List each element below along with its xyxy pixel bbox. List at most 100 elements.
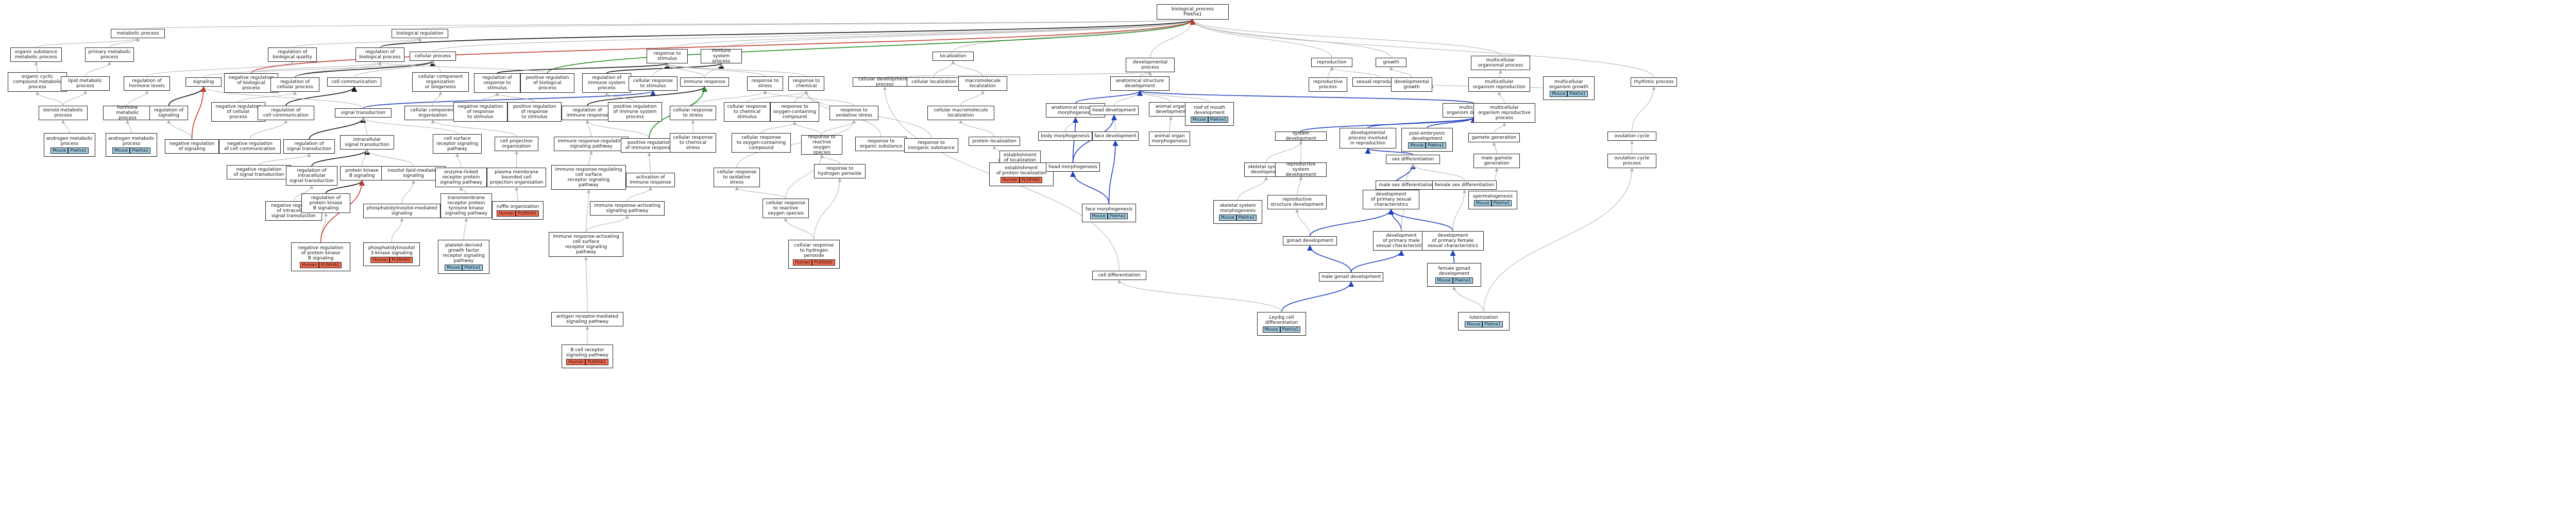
go-term-node[interactable]: developmental growth (1391, 77, 1432, 92)
go-term-node[interactable]: localization (933, 52, 974, 61)
go-term-node[interactable]: cellular response to stimulus (629, 76, 677, 91)
go-term-node[interactable]: response to oxidative stress (829, 106, 878, 120)
go-term-node[interactable]: protein localization (969, 137, 1020, 146)
go-term-node[interactable]: face development (1092, 132, 1139, 141)
go-term-node[interactable]: transmembrane receptor protein tyrosine … (440, 193, 492, 218)
go-term-node[interactable]: immune response-activating cell surface … (549, 232, 623, 257)
go-term-node[interactable]: male sex differentiation (1376, 180, 1437, 190)
go-term-node[interactable]: inositol lipid-mediated signaling (381, 166, 446, 180)
go-term-node[interactable]: body morphogenesis (1038, 132, 1092, 141)
go-term-node[interactable]: immune system process (701, 48, 742, 64)
go-term-node[interactable]: regulation of immune system process (582, 73, 631, 93)
go-term-node[interactable]: reproductive structure development (1267, 195, 1327, 209)
go-term-node[interactable]: signaling (185, 77, 222, 87)
go-term-node[interactable]: ovulation cycle process (1607, 154, 1656, 168)
go-term-node[interactable]: head development (1090, 106, 1139, 115)
go-term-node[interactable]: reproduction (1311, 58, 1352, 67)
go-term-node[interactable]: plasma membrane bounded cell projection … (487, 168, 546, 187)
go-term-node[interactable]: response to stimulus (647, 49, 688, 63)
go-term-node[interactable]: multicellular organism reproductive proc… (1473, 103, 1535, 123)
go-term-node[interactable]: head morphogenesis (1046, 162, 1100, 172)
go-term-node[interactable]: regulation of biological quality (268, 47, 317, 62)
go-term-node[interactable]: positive regulation of immune response (621, 138, 677, 153)
go-term-node[interactable]: response to reactive oxygen species (801, 135, 842, 155)
go-term-node[interactable]: immune response-regulating signaling pat… (554, 137, 629, 151)
go-term-node[interactable]: developmental process involved in reprod… (1340, 128, 1396, 149)
go-term-node[interactable]: antigen receptor-mediated signaling path… (551, 312, 623, 326)
go-term-node[interactable]: cell surface receptor signaling pathway (433, 134, 482, 154)
go-term-node[interactable]: biological regulation (392, 29, 448, 38)
go-term-node[interactable]: cellular response to chemical stress (670, 133, 716, 153)
go-term-node[interactable]: steroid metabolic process (39, 106, 88, 120)
go-term-node[interactable]: cellular developmental process (853, 77, 917, 87)
go-term-node[interactable]: cell projection organization (495, 137, 538, 151)
go-term-node[interactable]: cellular response to oxygen-containing c… (732, 133, 791, 153)
go-term-node[interactable]: cell communication (327, 77, 381, 87)
go-term-node[interactable]: hormone metabolic process (103, 105, 152, 121)
go-term-node[interactable]: negative regulation of cellular process (211, 102, 265, 122)
go-term-node[interactable]: ovulation cycle (1607, 132, 1656, 141)
go-term-node[interactable]: organic substance metabolic process (10, 47, 62, 62)
go-term-node[interactable]: response to hydrogen peroxide (814, 164, 866, 178)
go-term-node[interactable]: multicellular organism reproduction (1468, 77, 1530, 92)
go-term-node[interactable]: negative regulation of signaling (165, 139, 219, 154)
go-term-node[interactable]: cellular response to stress (670, 106, 716, 120)
go-term-node[interactable]: cellular macromolecule localization (927, 106, 994, 120)
go-term-node[interactable]: primary metabolic process (85, 47, 134, 62)
go-term-node[interactable]: macromolecule localization (958, 76, 1007, 91)
go-term-node[interactable]: gamete generation (1468, 133, 1520, 142)
go-term-node[interactable]: organic cyclic compound metabolic proces… (8, 72, 67, 92)
go-term-node[interactable]: male gamete generation (1473, 154, 1520, 168)
go-term-node[interactable]: cellular process (410, 52, 456, 61)
go-term-node[interactable]: biological_process Plekha1 (1157, 4, 1229, 20)
go-term-node[interactable]: response to stress (747, 76, 783, 91)
go-term-node[interactable]: regulation of protein kinase B signaling (301, 193, 350, 213)
go-term-node[interactable]: gonad development (1283, 236, 1337, 245)
go-term-node[interactable]: negative regulation of signal transducti… (227, 165, 291, 179)
go-term-node[interactable]: male gonad development (1319, 272, 1383, 282)
go-term-node[interactable]: response to oxygen-containing compound (770, 102, 819, 122)
go-term-node[interactable]: regulation of cellular process (270, 77, 319, 92)
go-term-node[interactable]: negative regulation of cell communicatio… (219, 139, 281, 154)
go-term-node[interactable]: animal organ morphogenesis (1149, 132, 1190, 146)
go-term-node[interactable]: growth (1376, 58, 1406, 67)
go-term-node[interactable]: response to chemical (788, 76, 824, 91)
go-term-node[interactable]: system development (1275, 131, 1327, 141)
go-term-node[interactable]: development of primary female sexual cha… (1422, 231, 1484, 251)
go-term-node[interactable]: metabolic process (111, 29, 165, 38)
go-term-node[interactable]: cellular response to chemical stimulus (724, 102, 770, 122)
go-term-node[interactable]: cellular component organization or bioge… (412, 72, 469, 92)
go-term-node[interactable]: regulation of response to stimulus (474, 73, 520, 93)
go-term-node[interactable]: platelet-derived growth factor receptor … (438, 240, 489, 274)
go-term-node[interactable]: cellular localization (907, 77, 961, 87)
go-term-node[interactable]: regulation of biological process (355, 47, 404, 62)
go-term-node[interactable]: regulation of intracellular signal trans… (286, 166, 337, 186)
go-term-node[interactable]: regulation of signaling (149, 106, 188, 120)
go-term-node[interactable]: immune response (680, 77, 729, 87)
go-term-node[interactable]: signal transduction (335, 108, 392, 118)
go-term-node[interactable]: negative regulation of protein kinase B … (291, 242, 350, 271)
go-term-node[interactable]: immune response-activating signaling pat… (590, 201, 665, 216)
go-term-node[interactable]: lipid metabolic process (61, 76, 110, 91)
go-term-node[interactable]: cellular response to reactive oxygen spe… (762, 199, 809, 218)
go-term-node[interactable]: rhythmic process (1631, 77, 1677, 87)
go-term-node[interactable]: phosphatidylinositol-mediated signaling (363, 204, 440, 218)
go-term-node[interactable]: cell differentiation (1092, 271, 1146, 280)
go-term-node[interactable]: positive regulation of response to stimu… (507, 102, 562, 122)
go-term-node[interactable]: intracellular signal transduction (340, 135, 394, 150)
go-term-node[interactable]: anatomical structure development (1110, 76, 1170, 91)
go-term-node[interactable]: negative regulation of biological proces… (224, 73, 278, 93)
